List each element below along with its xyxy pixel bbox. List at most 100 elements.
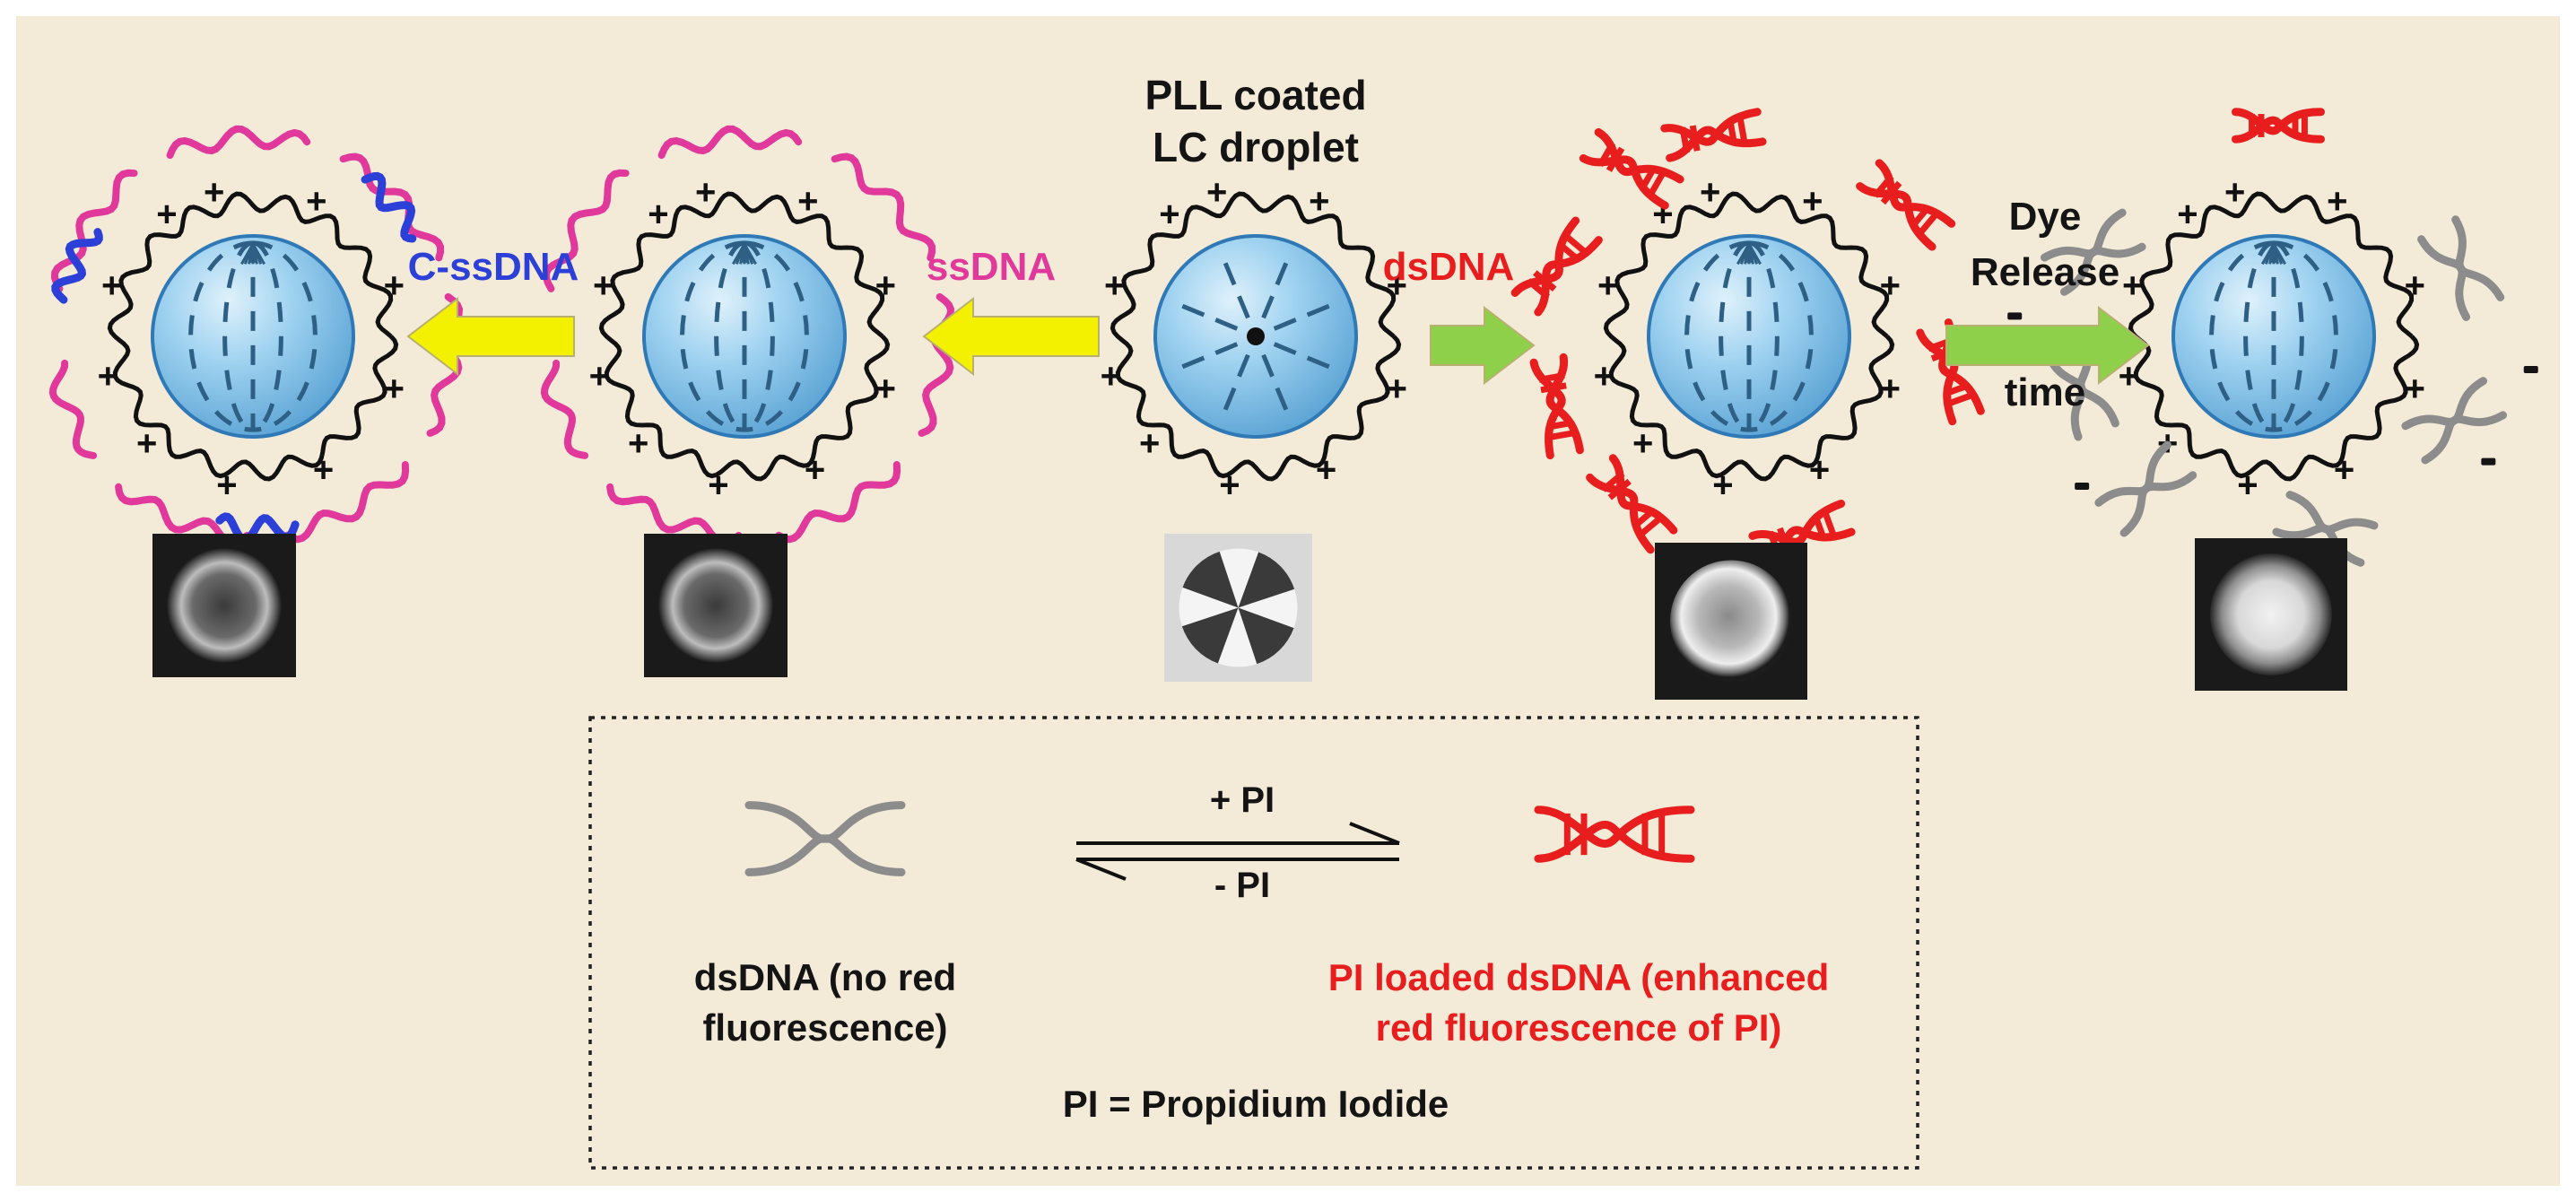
plus-charge: + [1309, 181, 1329, 221]
ssdna-strand [339, 152, 445, 262]
plus-charge: + [136, 423, 157, 463]
director-line [2209, 240, 2275, 432]
director-line [1748, 240, 1780, 432]
pi-loaded-dsdna [1660, 108, 1767, 162]
legend-loaded-line2: red fluorescence of PI) [1376, 1006, 1782, 1049]
plus-charge: + [216, 466, 237, 505]
c-ssdna-label: C-ssDNA [408, 245, 579, 289]
ssdna-strand [540, 359, 589, 459]
plus-charge: + [204, 172, 224, 212]
plus-charge: + [1101, 356, 1121, 396]
plus-charge: + [1387, 369, 1407, 408]
arrow-to-c-ssdna [406, 296, 575, 377]
micrograph-droplet [167, 548, 282, 663]
c-ssdna-strand [361, 171, 417, 243]
plus-charge: + [1387, 266, 1407, 306]
legend-loaded-line1: PI loaded dsDNA (enhanced [1328, 956, 1830, 998]
lc-sphere [1647, 234, 1851, 439]
micrograph-ssdna [644, 534, 788, 677]
plus-charge: + [648, 195, 668, 234]
plus-charge: + [313, 450, 334, 490]
released-pi-dsdna [2232, 108, 2325, 144]
plain-dsdna [2401, 377, 2508, 465]
pll-chain [1603, 191, 1895, 482]
plus-charge: + [1802, 181, 1823, 221]
plus-charge: + [1316, 450, 1336, 490]
plain-dsdna [2094, 440, 2197, 537]
plus-charge: + [1712, 466, 1733, 505]
plus-charge: + [1594, 356, 1614, 396]
plus-charge: + [593, 266, 614, 306]
pi-loaded-dsdna [1529, 353, 1584, 460]
plus-charge: + [628, 423, 648, 463]
plus-charge: + [708, 466, 728, 505]
center-title-line2: LC droplet [1153, 124, 1359, 170]
maltese-cross-lobe [1238, 607, 1294, 665]
pole-fan-line [2272, 243, 2286, 266]
equilibrium-reverse-head [1075, 858, 1127, 881]
plus-charge: + [797, 181, 818, 221]
radial-director-line [1261, 353, 1291, 416]
maltese-cross-lobe [1182, 551, 1239, 608]
maltese-cross-lobe [1181, 607, 1239, 664]
minus-charge [2007, 312, 2023, 320]
plus-charge: + [1809, 450, 1830, 490]
droplet-ssdna: ++++++++++ [540, 125, 955, 548]
center-title-line1: PLL coated [1144, 72, 1366, 118]
plus-charge: + [2327, 181, 2347, 221]
pi-loaded-dsdna [1586, 454, 1678, 554]
pll-chain [1110, 191, 1402, 482]
plus-charge: + [2119, 356, 2139, 396]
pole-fan-line [251, 243, 265, 266]
pll-chain [598, 191, 891, 482]
plus-charge: + [306, 181, 326, 221]
plus-charge: + [384, 369, 405, 408]
plus-charge: + [1880, 369, 1901, 408]
arrow-to-dsdna [1430, 305, 1536, 386]
pole-fan-line [743, 243, 757, 266]
dye-label-line1: Dye [2009, 195, 2082, 239]
radial-director-line [1221, 353, 1250, 416]
director-line [680, 240, 745, 432]
director-line [744, 240, 775, 432]
micrograph-droplet [1670, 560, 1792, 683]
plus-charge: + [2237, 466, 2258, 505]
minus-charge [2075, 483, 2090, 491]
plus-charge: + [805, 450, 825, 490]
minus-charge [2481, 457, 2496, 466]
micrograph-dsdna [1655, 543, 1807, 700]
legend-box [588, 716, 1919, 1170]
plus-charge: + [1159, 195, 1179, 234]
pi-loaded-dsdna [1856, 159, 1956, 251]
plus-charge: + [156, 195, 177, 234]
plus-charge: + [2405, 266, 2425, 306]
micrograph-dye-release [2195, 538, 2347, 691]
ssdna-label: ssDNA [927, 245, 1056, 289]
plus-charge: + [1219, 466, 1240, 505]
director-line [2243, 240, 2275, 432]
director-line [222, 240, 254, 432]
plus-charge: + [98, 356, 118, 396]
director-line [1719, 240, 1750, 432]
droplet-dye-release: ++++++++++ [2007, 108, 2538, 567]
plus-charge: + [1597, 266, 1618, 306]
plus-charge: + [875, 369, 896, 408]
pole-fan-line [1747, 243, 1762, 266]
hedgehog-defect [1247, 327, 1265, 345]
ssdna-strand [775, 461, 901, 544]
pi-loaded-dsdna [1579, 127, 1684, 210]
lc-sphere [642, 234, 847, 439]
director-line [744, 240, 809, 432]
lc-sphere [151, 234, 355, 439]
droplet-dsdna: ++++++++++ [1510, 108, 1985, 569]
c-ssdna-strand [51, 228, 103, 304]
legend-minus-pi: - PI [1214, 866, 1270, 905]
plus-charge: + [695, 172, 716, 212]
director-line [2273, 240, 2338, 432]
legend-pi-definition: PI = Propidium Iodide [1063, 1083, 1449, 1125]
ssdna-strand [166, 125, 311, 160]
plus-charge: + [2334, 450, 2354, 490]
dye-label-line2: Release [1971, 250, 2119, 294]
director-line [252, 240, 283, 432]
